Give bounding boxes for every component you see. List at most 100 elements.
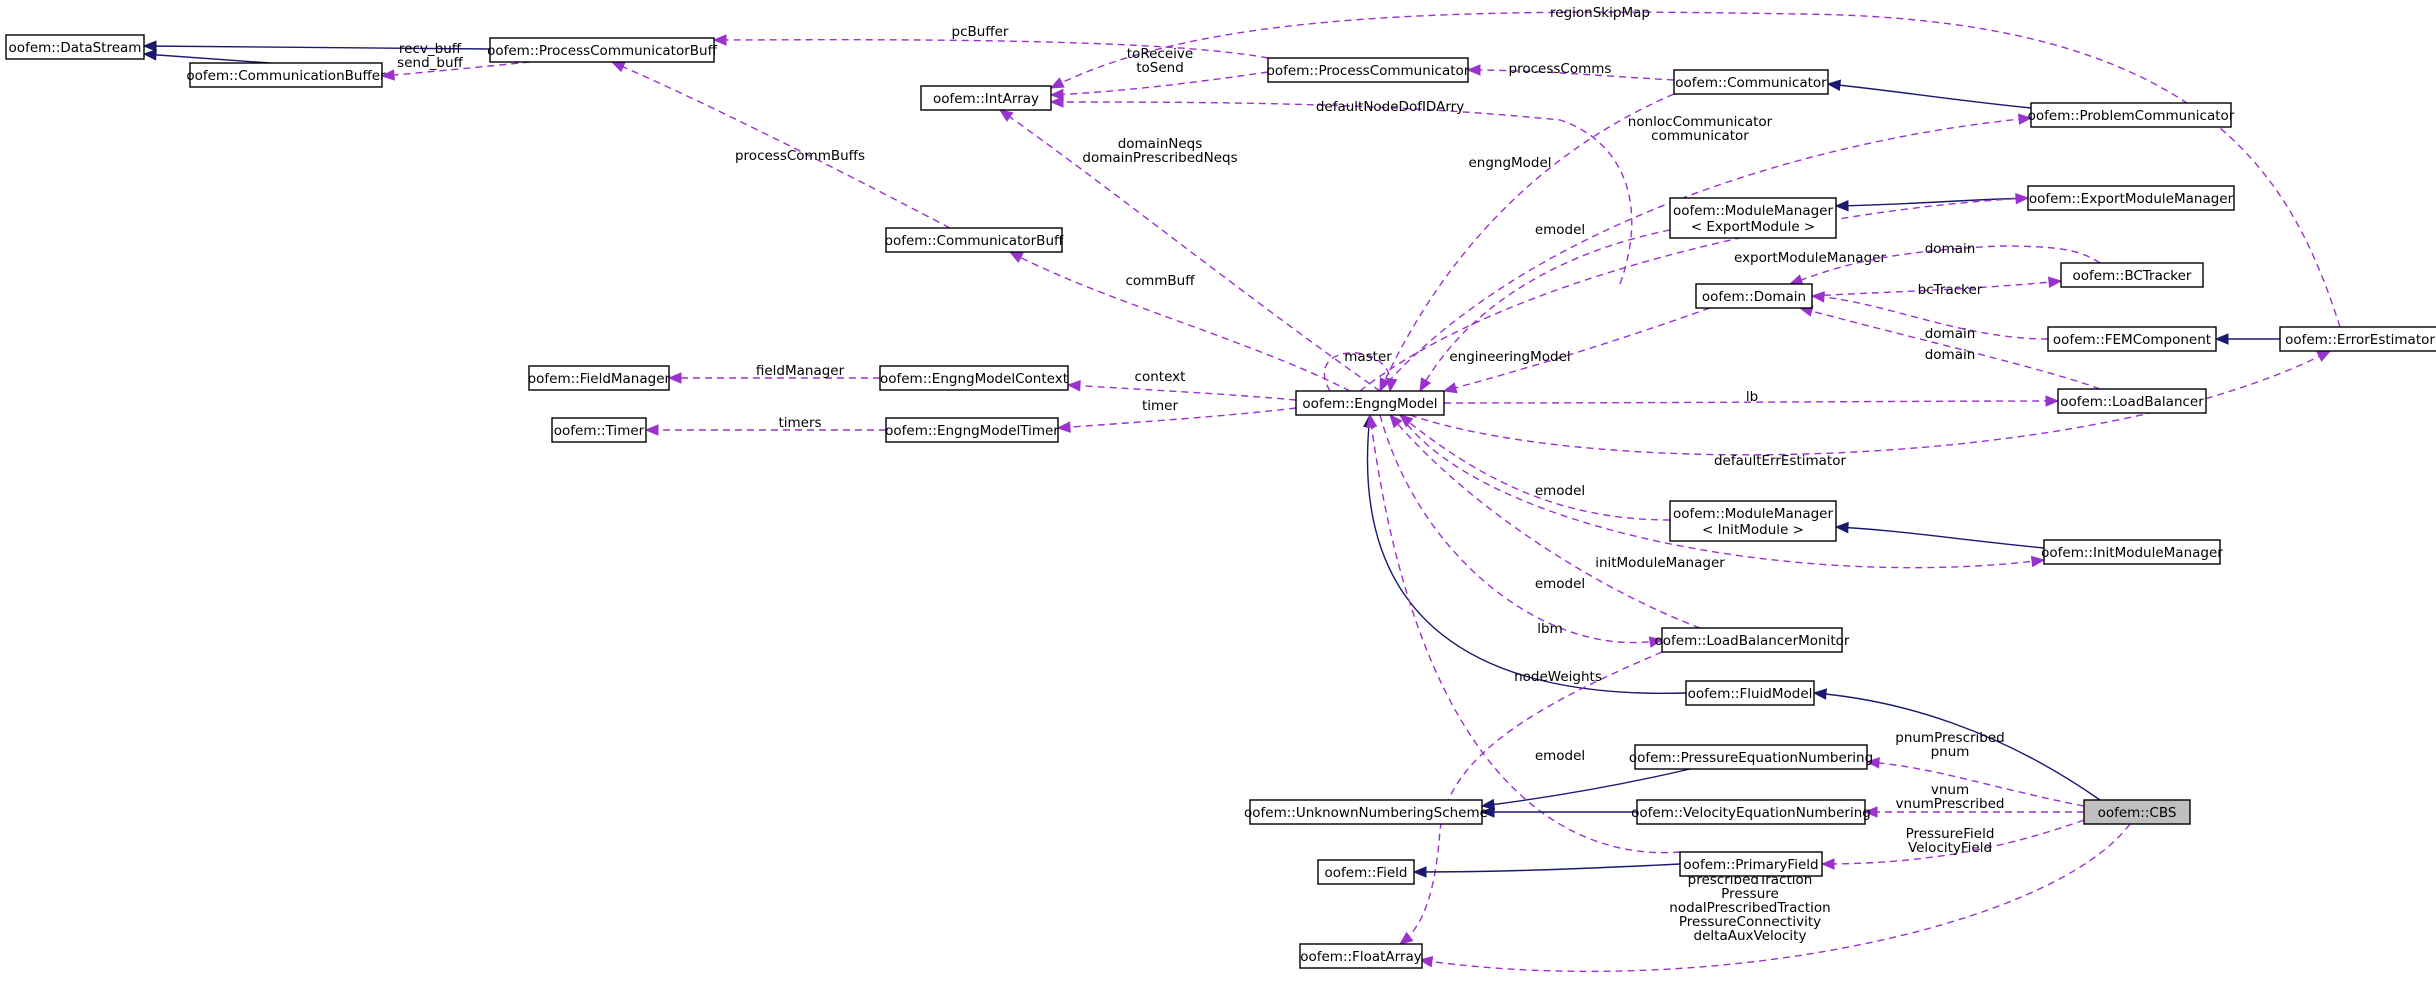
node-box bbox=[551, 417, 647, 443]
class-node-field[interactable]: oofem::Field bbox=[1317, 859, 1415, 885]
edge-line bbox=[1379, 93, 1675, 392]
arrow-head bbox=[1056, 421, 1071, 433]
arrow-head bbox=[142, 40, 157, 52]
class-node-process-communicator-buff[interactable]: oofem::ProcessCommunicatorBuff bbox=[487, 37, 718, 63]
node-box bbox=[2043, 539, 2221, 565]
edge-label-line: commBuff bbox=[1125, 273, 1195, 289]
arrow-head bbox=[1049, 96, 1064, 108]
node-label: oofem::EngngModel bbox=[1302, 396, 1437, 412]
edge-bctracker: bcTracker bbox=[1811, 276, 2063, 298]
class-node-fluid-model[interactable]: oofem::FluidModel bbox=[1685, 680, 1815, 706]
edge-label-line: communicator bbox=[1651, 128, 1749, 144]
edge-defaultnode: defaultNodeDofIDArry bbox=[1049, 96, 1633, 285]
edge-label-line: lb bbox=[1746, 389, 1758, 405]
edge-line bbox=[1399, 414, 1671, 521]
edge-initmm: initModuleManager bbox=[1399, 414, 2046, 571]
class-node-export-module-manager[interactable]: oofem::ExportModuleManager bbox=[2027, 185, 2235, 211]
node-label: oofem::CBS bbox=[2098, 805, 2177, 821]
node-box bbox=[2057, 388, 2207, 414]
class-node-domain[interactable]: oofem::Domain bbox=[1695, 283, 1813, 309]
class-node-load-balancer[interactable]: oofem::LoadBalancer bbox=[2057, 388, 2207, 414]
edge-label-line: regionSkipMap bbox=[1550, 5, 1650, 21]
class-node-error-estimator[interactable]: oofem::ErrorEstimator bbox=[2279, 326, 2436, 352]
class-node-primary-field[interactable]: oofem::PrimaryField bbox=[1679, 851, 1823, 877]
edge-label: fieldManager bbox=[756, 363, 845, 379]
edge-exportmm: exportModuleManager bbox=[1359, 192, 2030, 392]
node-box bbox=[2047, 326, 2217, 352]
class-node-module-manager-init[interactable]: oofem::ModuleManager< InitModule > bbox=[1669, 500, 1837, 542]
edge-label-line: emodel bbox=[1535, 483, 1585, 499]
edge-line bbox=[713, 39, 1269, 59]
arrow-head bbox=[2045, 395, 2060, 407]
class-node-communicator[interactable]: oofem::Communicator bbox=[1673, 69, 1829, 95]
edge-label-line: engineeringModel bbox=[1449, 349, 1570, 365]
edge-label-line: context bbox=[1135, 369, 1186, 385]
class-node-bctracker[interactable]: oofem::BCTracker bbox=[2060, 262, 2204, 288]
arrow-head bbox=[1049, 77, 1065, 89]
edge-label: processComms bbox=[1509, 61, 1612, 77]
class-node-engng-model-context[interactable]: oofem::EngngModelContext bbox=[879, 365, 1069, 391]
class-node-engng-model[interactable]: oofem::EngngModel bbox=[1295, 390, 1445, 416]
class-node-float-array[interactable]: oofem::FloatArray bbox=[1299, 943, 1423, 969]
class-node-engng-model-timer[interactable]: oofem::EngngModelTimer bbox=[885, 417, 1059, 443]
edge-label-line: pnumPrescribed bbox=[1895, 730, 2005, 746]
edge-line bbox=[1379, 414, 1663, 644]
class-node-field-manager[interactable]: oofem::FieldManager bbox=[528, 365, 671, 391]
arrow-head bbox=[1049, 88, 1064, 101]
class-node-velocity-equation-numbering[interactable]: oofem::VelocityEquationNumbering bbox=[1631, 799, 1871, 825]
edge-line bbox=[1409, 350, 2331, 456]
edge-line bbox=[1419, 229, 1671, 392]
edge-label: engngModel bbox=[1468, 155, 1551, 171]
node-label: oofem::EngngModelContext bbox=[880, 371, 1068, 387]
edge-label-line: vnumPrescribed bbox=[1896, 796, 2005, 812]
edge-label-line: defaultErrEstimator bbox=[1714, 453, 1846, 469]
edge-emodel-lbm: emodel bbox=[1389, 414, 1701, 629]
arrow-head bbox=[380, 69, 395, 81]
class-node-cbs[interactable]: oofem::CBS bbox=[2083, 799, 2191, 825]
edge-ven-uns bbox=[1480, 806, 1637, 818]
node-box bbox=[1295, 390, 1445, 416]
class-node-module-manager-export[interactable]: oofem::ModuleManager< ExportModule > bbox=[1669, 197, 1837, 239]
arrow-head bbox=[2316, 350, 2332, 362]
class-node-communication-buffer[interactable]: oofem::CommunicationBuffer bbox=[186, 62, 386, 88]
edge-label-line: emodel bbox=[1535, 576, 1585, 592]
node-box bbox=[1695, 283, 1813, 309]
class-node-pressure-equation-numbering[interactable]: oofem::PressureEquationNumbering bbox=[1629, 744, 1873, 770]
node-label: oofem::Field bbox=[1325, 865, 1408, 881]
class-node-process-communicator[interactable]: oofem::ProcessCommunicator bbox=[1267, 57, 1470, 83]
class-node-femcomponent[interactable]: oofem::FEMComponent bbox=[2047, 326, 2217, 352]
edge-line bbox=[1481, 768, 1691, 807]
arrow-head bbox=[1008, 251, 1024, 263]
class-node-data-stream[interactable]: oofem::DataStream bbox=[5, 34, 145, 60]
node-box bbox=[1634, 744, 1868, 770]
class-node-problem-communicator[interactable]: oofem::ProblemCommunicator bbox=[2028, 102, 2235, 128]
node-label: oofem::FieldManager bbox=[528, 371, 671, 387]
edge-line bbox=[143, 45, 491, 50]
arrow-head bbox=[1834, 200, 1849, 212]
class-node-communicator-buff[interactable]: oofem::CommunicatorBuff bbox=[885, 227, 1064, 253]
arrow-head bbox=[2015, 192, 2030, 205]
arrow-head bbox=[1480, 806, 1495, 818]
arrow-head bbox=[1834, 521, 1849, 534]
class-node-init-module-manager[interactable]: oofem::InitModuleManager bbox=[2041, 539, 2223, 565]
node-label: oofem::BCTracker bbox=[2073, 268, 2192, 284]
class-node-timer[interactable]: oofem::Timer bbox=[551, 417, 647, 443]
edge-label-line: initModuleManager bbox=[1595, 555, 1725, 571]
class-node-int-array[interactable]: oofem::IntArray bbox=[920, 85, 1052, 111]
node-box bbox=[2027, 185, 2235, 211]
edge-line bbox=[1359, 197, 2029, 392]
edge-label: domain bbox=[1925, 347, 1976, 363]
arrow-head bbox=[998, 109, 1014, 122]
arrow-head bbox=[1863, 806, 1878, 818]
class-node-load-balancer-monitor[interactable]: oofem::LoadBalancerMonitor bbox=[1655, 627, 1850, 653]
edge-engngmodel: engngModel bbox=[1379, 93, 1675, 393]
edge-floatarray: mmprescribedTractionPressurenodalPrescri… bbox=[1418, 823, 2131, 973]
class-node-unknown-numbering-scheme[interactable]: oofem::UnknownNumberingScheme bbox=[1244, 799, 1488, 825]
node-label: oofem::Communicator bbox=[1675, 75, 1827, 91]
edge-label: exportModuleManager bbox=[1734, 250, 1886, 266]
node-box bbox=[5, 34, 145, 60]
